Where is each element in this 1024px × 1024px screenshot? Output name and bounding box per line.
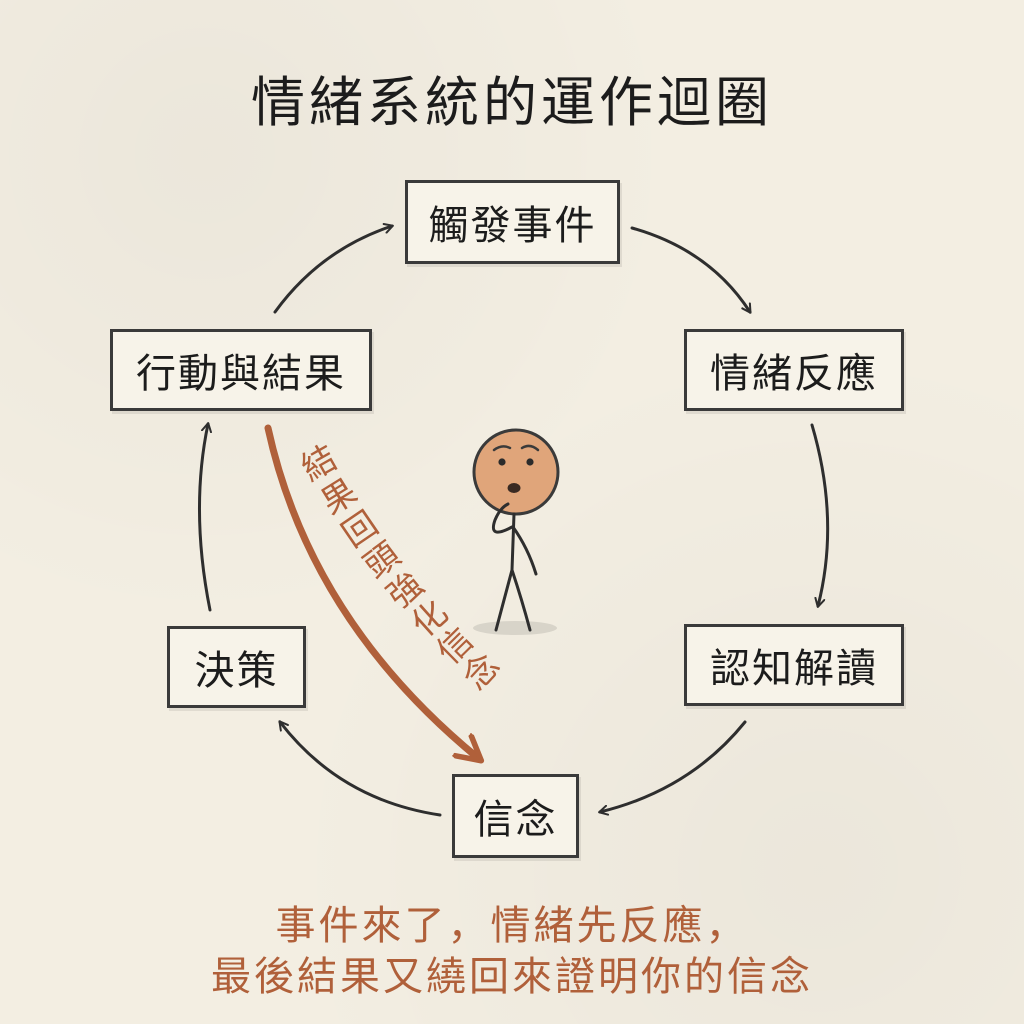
worried-stick-figure-icon [472, 428, 560, 635]
arrow-emotion-to-cognition [810, 423, 830, 606]
arrow-cognition-to-belief [600, 720, 747, 812]
caption-line-2: 最後結果又繞回來證明你的信念 [211, 954, 813, 1000]
arrow-decision-to-action [198, 424, 210, 612]
node-belief: 信念 [452, 774, 579, 858]
node-action-and-result: 行動與結果 [110, 329, 372, 411]
page-title: 情緒系統的運作迴圈 [251, 71, 773, 134]
arrow-belief-to-decision [280, 722, 442, 817]
node-trigger-event: 觸發事件 [405, 180, 620, 264]
node-cognitive-interpretation: 認知解讀 [684, 624, 904, 706]
feedback-arrow [264, 424, 478, 758]
caption-line-1: 事件來了，情緒先反應， [275, 903, 749, 949]
node-emotional-reaction: 情緒反應 [684, 329, 904, 411]
node-decision: 決策 [167, 626, 306, 708]
arrow-trigger-to-emotion [630, 226, 750, 312]
arrow-action-to-trigger [273, 226, 392, 314]
